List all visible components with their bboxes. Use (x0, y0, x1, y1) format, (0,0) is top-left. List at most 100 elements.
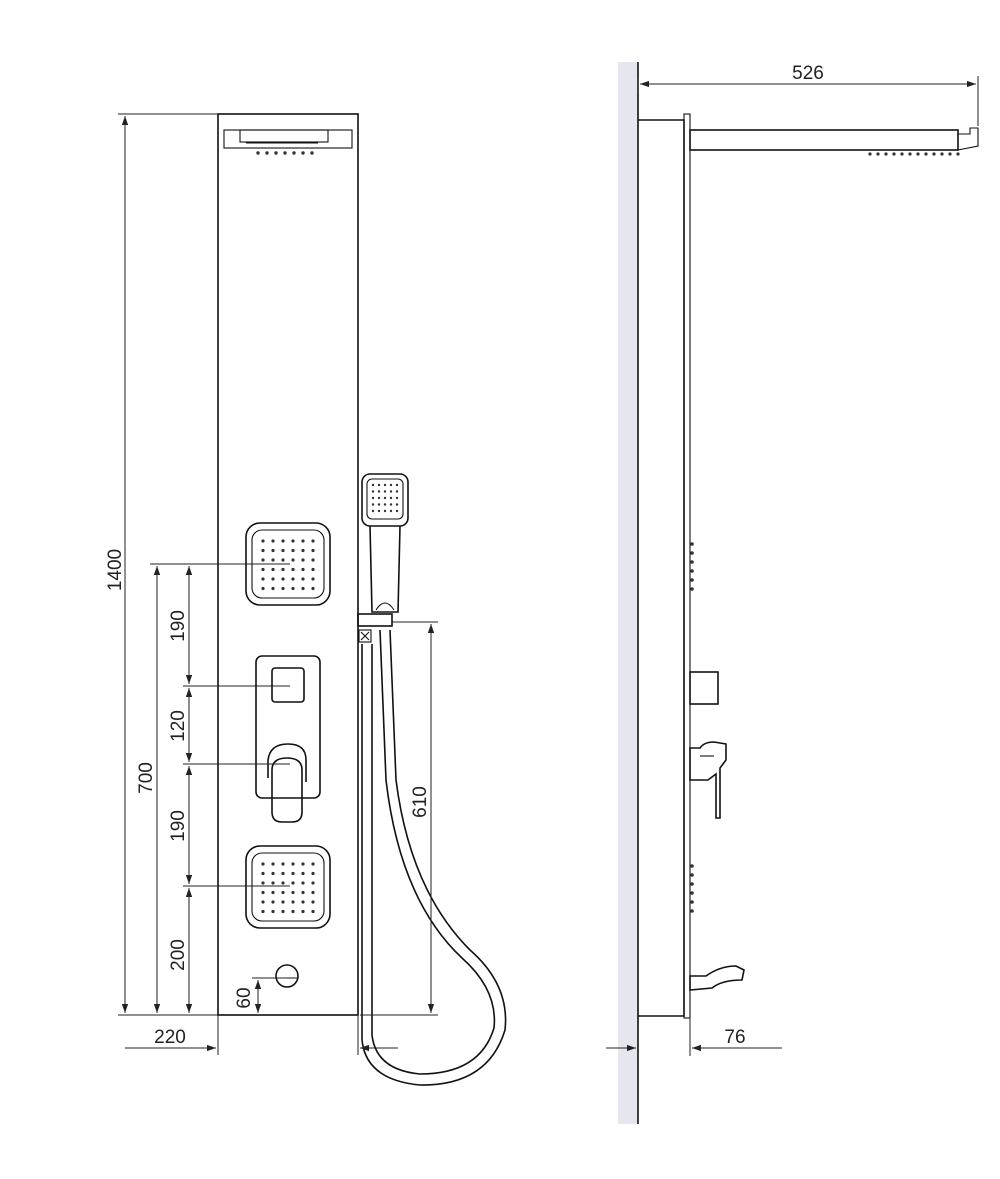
nozzle-dot (271, 586, 275, 591)
nozzle-dot (389, 490, 393, 493)
nozzle-dot (948, 152, 952, 156)
nozzle-dot (371, 483, 375, 487)
nozzle-dot (301, 909, 305, 914)
dim-valve-gap: 120 (168, 710, 189, 742)
nozzle-dot (377, 490, 381, 493)
nozzle-dot (301, 881, 305, 885)
nozzle-dot (311, 909, 315, 914)
nozzle-dot (291, 862, 295, 866)
nozzle-dot (281, 900, 285, 904)
nozzle-dot (389, 496, 393, 500)
nozzle-dot (271, 909, 275, 914)
nozzle-dot (311, 900, 315, 904)
nozzle-dot (281, 881, 285, 885)
nozzle-dot (291, 881, 295, 885)
nozzle-dot (301, 890, 305, 895)
nozzle-dot (291, 558, 295, 562)
nozzle-dot (271, 881, 275, 885)
nozzle-dot (311, 548, 315, 553)
nozzle-dot (291, 548, 295, 553)
shower-arm-side (689, 127, 979, 156)
nozzle-dot (395, 503, 399, 506)
nozzle-dot (261, 567, 265, 572)
dim-spray-span: 700 (136, 762, 157, 794)
dim-spout-height: 60 (234, 987, 255, 1008)
nozzle-dot (868, 152, 872, 156)
mixer-lever-side (689, 741, 727, 819)
nozzle-dot (291, 900, 295, 904)
nozzle-dot (291, 577, 295, 581)
nozzle-dot (271, 577, 275, 581)
nozzle-dot (690, 569, 694, 573)
nozzle-dot (301, 586, 305, 591)
wall (618, 62, 638, 1124)
nozzle-dot (690, 882, 694, 886)
nozzle-dot (301, 577, 305, 581)
nozzle-dot (395, 490, 399, 493)
nozzle-dot (281, 548, 285, 553)
lower-body-jet (245, 845, 331, 929)
nozzle-dot (261, 890, 265, 895)
nozzle-dot (281, 909, 285, 914)
dim-panel-depth: 76 (724, 1027, 745, 1048)
hand-shower-holder (357, 613, 393, 627)
nozzle-dot (271, 558, 275, 562)
nozzle-dot (377, 483, 381, 487)
nozzle-dot (281, 539, 285, 543)
dim-bottom-gap: 200 (168, 939, 189, 971)
nozzle-dot (311, 577, 315, 581)
nozzle-dot (377, 509, 381, 513)
nozzle-dot (261, 558, 265, 562)
nozzle-dot (311, 881, 315, 885)
nozzle-dot (371, 496, 375, 500)
nozzle-dot (892, 152, 896, 156)
nozzle-dot (301, 539, 305, 543)
nozzle-dot (291, 909, 295, 914)
nozzle-dot (311, 558, 315, 562)
nozzle-dot (311, 586, 315, 591)
dim-upper-jet-gap: 190 (168, 610, 189, 642)
nozzle-dot (690, 873, 694, 877)
nozzle-dot (311, 539, 315, 543)
dim-overall-height: 1400 (105, 549, 126, 591)
nozzle-dot (690, 587, 694, 591)
nozzle-dot (271, 862, 275, 866)
nozzle-dot (281, 558, 285, 562)
nozzle-dot (281, 567, 285, 572)
nozzle-dot (291, 871, 295, 876)
nozzle-dot (301, 862, 305, 866)
nozzle-dot (291, 586, 295, 591)
nozzle-dot (690, 909, 694, 913)
nozzle-dot (291, 890, 295, 895)
nozzle-dot (291, 539, 295, 543)
nozzle-dot (271, 548, 275, 553)
nozzle-dot (271, 539, 275, 543)
nozzle-dot (301, 567, 305, 572)
nozzle-dot (301, 871, 305, 876)
nozzle-dot (690, 542, 694, 546)
nozzle-dot (690, 891, 694, 895)
dim-panel-width: 220 (154, 1027, 186, 1048)
nozzle-dot (291, 567, 295, 572)
front-view: 1400 700 190 120 190 200 60 610 220 (105, 113, 507, 1086)
nozzle-dot (383, 509, 387, 513)
nozzle-dot (383, 503, 387, 506)
side-view: 526 76 (606, 62, 979, 1124)
nozzle-dot (690, 578, 694, 582)
nozzle-dot (389, 483, 393, 487)
dim-hose-height: 610 (410, 786, 431, 818)
nozzle-dot (884, 152, 888, 156)
nozzle-dot (261, 900, 265, 904)
nozzle-dot (261, 881, 265, 885)
nozzle-dot (281, 890, 285, 895)
shower-hose (361, 629, 507, 1086)
nozzle-dot (301, 558, 305, 562)
nozzle-dot (301, 900, 305, 904)
diverter-side (689, 671, 719, 705)
nozzle-dot (900, 152, 904, 156)
nozzle-dot (690, 551, 694, 555)
control-plate (255, 655, 321, 823)
upper-jet-side (690, 542, 694, 591)
hand-shower (357, 473, 409, 643)
